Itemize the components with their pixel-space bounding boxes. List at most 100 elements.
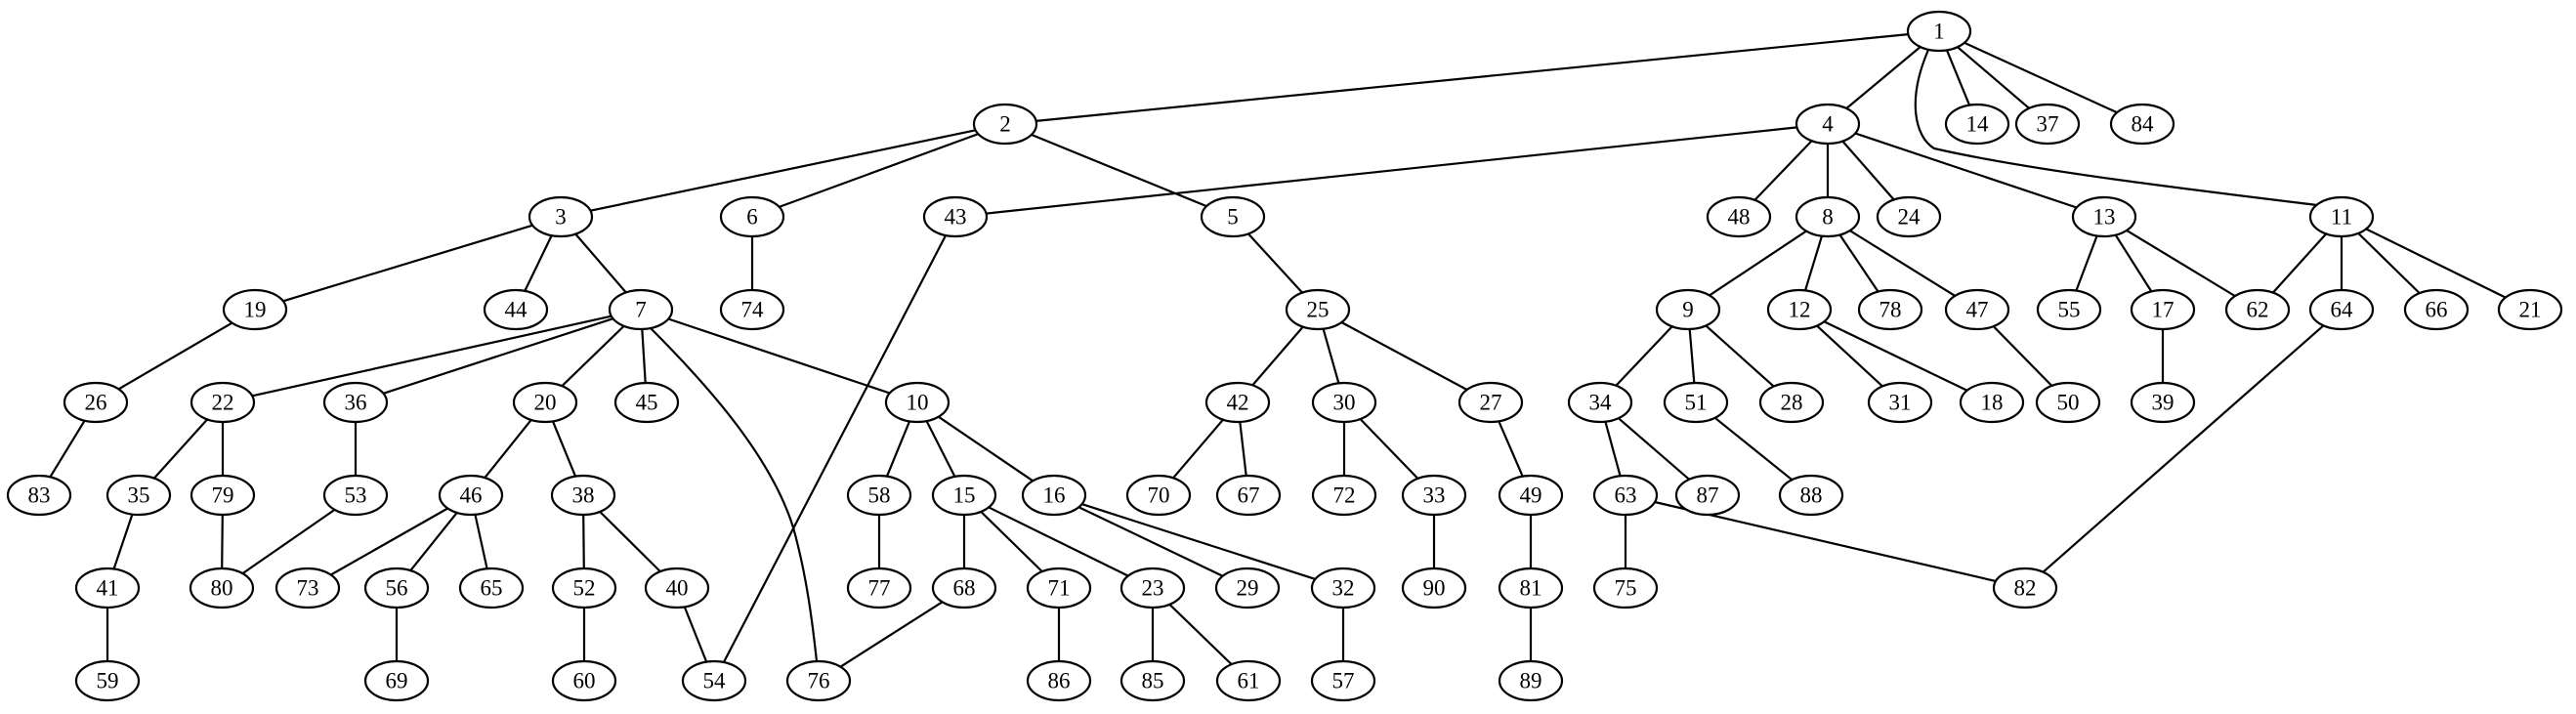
node-label: 36 xyxy=(345,391,367,415)
node-ellipse xyxy=(1119,659,1186,702)
node-1: 1 xyxy=(1906,10,1972,53)
node-ellipse xyxy=(74,567,141,609)
node-39: 39 xyxy=(2130,381,2196,424)
node-71: 71 xyxy=(1026,567,1092,609)
node-label: 82 xyxy=(2014,576,2037,601)
node-ellipse xyxy=(363,567,430,609)
node-ellipse xyxy=(6,474,72,517)
node-label: 56 xyxy=(386,576,408,601)
node-89: 89 xyxy=(1498,659,1564,702)
node-ellipse xyxy=(1592,474,1659,517)
node-66: 66 xyxy=(2403,288,2470,331)
edge-35-41 xyxy=(112,514,134,569)
node-ellipse xyxy=(2308,195,2375,238)
node-78: 78 xyxy=(1857,288,1923,331)
node-ellipse xyxy=(1215,474,1282,517)
node-46: 46 xyxy=(438,474,504,517)
node-ellipse xyxy=(1401,567,1467,609)
node-label: 48 xyxy=(1728,205,1751,230)
node-label: 90 xyxy=(1423,576,1446,601)
node-label: 11 xyxy=(2331,205,2352,230)
node-65: 65 xyxy=(458,567,525,609)
node-77: 77 xyxy=(846,567,912,609)
node-label: 87 xyxy=(1697,483,1719,508)
node-label: 58 xyxy=(868,483,891,508)
edge-1-14 xyxy=(1945,49,1971,106)
node-label: 21 xyxy=(2519,298,2542,322)
node-41: 41 xyxy=(74,567,141,609)
node-label: 75 xyxy=(1615,576,1637,601)
node-label: 46 xyxy=(460,483,483,508)
node-label: 28 xyxy=(1781,391,1803,415)
node-10: 10 xyxy=(884,381,950,424)
node-68: 68 xyxy=(931,567,997,609)
node-73: 73 xyxy=(274,567,341,609)
node-29: 29 xyxy=(1214,567,1281,609)
node-3: 3 xyxy=(528,195,594,238)
edge-19-26 xyxy=(117,321,233,391)
node-87: 87 xyxy=(1674,474,1741,517)
node-ellipse xyxy=(363,659,430,702)
edge-34-63 xyxy=(1604,421,1622,477)
node-ellipse xyxy=(1200,195,1266,238)
node-ellipse xyxy=(931,474,997,517)
node-ellipse xyxy=(1655,288,1721,331)
node-79: 79 xyxy=(190,474,256,517)
node-45: 45 xyxy=(613,381,680,424)
node-label: 80 xyxy=(211,576,233,601)
node-6: 6 xyxy=(719,195,785,238)
node-5: 5 xyxy=(1200,195,1266,238)
edge-4-13 xyxy=(1854,132,2078,209)
node-ellipse xyxy=(1125,474,1192,517)
edge-13-55 xyxy=(2075,235,2098,291)
edge-30-33 xyxy=(1359,418,1419,480)
node-17: 17 xyxy=(2130,288,2196,331)
node-ellipse xyxy=(1795,195,1861,238)
node-37: 37 xyxy=(2014,103,2081,146)
node-label: 77 xyxy=(868,576,891,601)
node-label: 15 xyxy=(953,483,976,508)
node-ellipse xyxy=(1674,474,1741,517)
node-label: 43 xyxy=(945,205,967,230)
edge-79-80 xyxy=(221,514,224,569)
node-ellipse xyxy=(1944,103,2010,146)
node-label: 41 xyxy=(97,576,119,601)
node-11: 11 xyxy=(2308,195,2375,238)
node-ellipse xyxy=(63,381,129,424)
node-4: 4 xyxy=(1795,103,1861,146)
node-64: 64 xyxy=(2308,288,2375,331)
node-62: 62 xyxy=(2224,288,2291,331)
edge-27-49 xyxy=(1498,420,1524,478)
node-33: 33 xyxy=(1401,474,1467,517)
node-ellipse xyxy=(1992,567,2058,609)
node-label: 29 xyxy=(1237,576,1259,601)
node-90: 90 xyxy=(1401,567,1467,609)
node-label: 17 xyxy=(2152,298,2175,322)
edge-38-52 xyxy=(582,514,585,569)
edge-2-5 xyxy=(1031,133,1207,208)
node-ellipse xyxy=(222,288,288,331)
node-ellipse xyxy=(922,195,989,238)
node-74: 74 xyxy=(719,288,785,331)
node-label: 42 xyxy=(1227,391,1249,415)
node-ellipse xyxy=(1119,567,1186,609)
node-label: 63 xyxy=(1615,483,1637,508)
node-23: 23 xyxy=(1119,567,1186,609)
node-label: 20 xyxy=(534,391,557,415)
node-ellipse xyxy=(846,567,912,609)
node-28: 28 xyxy=(1758,381,1825,424)
edge-23-61 xyxy=(1168,604,1233,665)
node-ellipse xyxy=(2130,381,2196,424)
node-label: 8 xyxy=(1822,205,1834,230)
node-ellipse xyxy=(322,474,389,517)
node-label: 88 xyxy=(1800,483,1823,508)
edge-7-45 xyxy=(641,328,647,384)
node-ellipse xyxy=(1944,288,2010,331)
edge-9-28 xyxy=(1705,324,1775,388)
node-label: 19 xyxy=(244,298,267,322)
node-18: 18 xyxy=(1959,381,2025,424)
edge-5-25 xyxy=(1247,232,1303,294)
node-31: 31 xyxy=(1867,381,1933,424)
node-ellipse xyxy=(2014,103,2081,146)
edge-25-30 xyxy=(1322,328,1340,384)
